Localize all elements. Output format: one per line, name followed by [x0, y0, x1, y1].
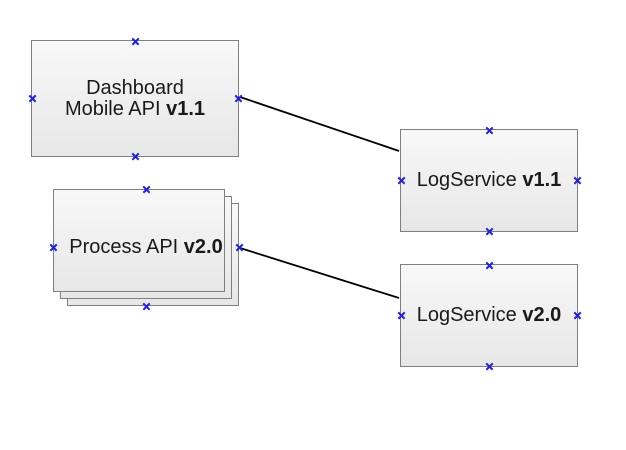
node-label-version: v2.0	[522, 304, 562, 326]
connection-point-icon[interactable]	[28, 94, 37, 103]
connection-point-icon[interactable]	[397, 176, 406, 185]
connector-process-api-to-logservice-v20[interactable]	[239, 247, 400, 299]
node-label: Dashboard Mobile API v1.1	[32, 41, 238, 156]
stack-layer	[53, 189, 225, 292]
connection-point-icon[interactable]	[485, 362, 494, 371]
connection-point-icon[interactable]	[485, 126, 494, 135]
node-logservice-v20[interactable]: LogService v2.0	[400, 264, 578, 367]
connection-point-icon[interactable]	[142, 302, 151, 311]
node-label: LogService v1.1	[401, 130, 577, 231]
node-label-line2: Mobile API	[64, 97, 167, 120]
node-label-version: v2.0	[183, 236, 223, 258]
node-label: LogService v2.0	[401, 265, 577, 366]
node-label: Process API v2.0	[53, 189, 239, 306]
node-label-text: Process API	[69, 236, 184, 258]
connection-point-icon[interactable]	[131, 152, 140, 161]
node-logservice-v11[interactable]: LogService v1.1	[400, 129, 578, 232]
connection-point-icon[interactable]	[234, 94, 243, 103]
connection-point-icon[interactable]	[485, 227, 494, 236]
node-dashboard-mobile-api[interactable]: Dashboard Mobile API v1.1	[31, 40, 239, 157]
connection-point-icon[interactable]	[485, 261, 494, 270]
node-label-text: LogService	[416, 169, 523, 191]
connection-point-icon[interactable]	[49, 243, 58, 252]
connection-point-icon[interactable]	[397, 311, 406, 320]
node-label-version: v1.1	[522, 169, 562, 191]
connector-dashboard-to-logservice-v11[interactable]	[239, 96, 400, 152]
node-label-line1: Dashboard	[86, 76, 184, 99]
connection-point-icon[interactable]	[131, 37, 140, 46]
connection-point-icon[interactable]	[573, 176, 582, 185]
connection-point-icon[interactable]	[235, 243, 244, 252]
connection-point-icon[interactable]	[142, 185, 151, 194]
node-label-version: v1.1	[166, 97, 206, 120]
connection-point-icon[interactable]	[573, 311, 582, 320]
node-process-api[interactable]: Process API v2.0	[53, 189, 239, 306]
node-label-text: LogService	[416, 304, 523, 326]
